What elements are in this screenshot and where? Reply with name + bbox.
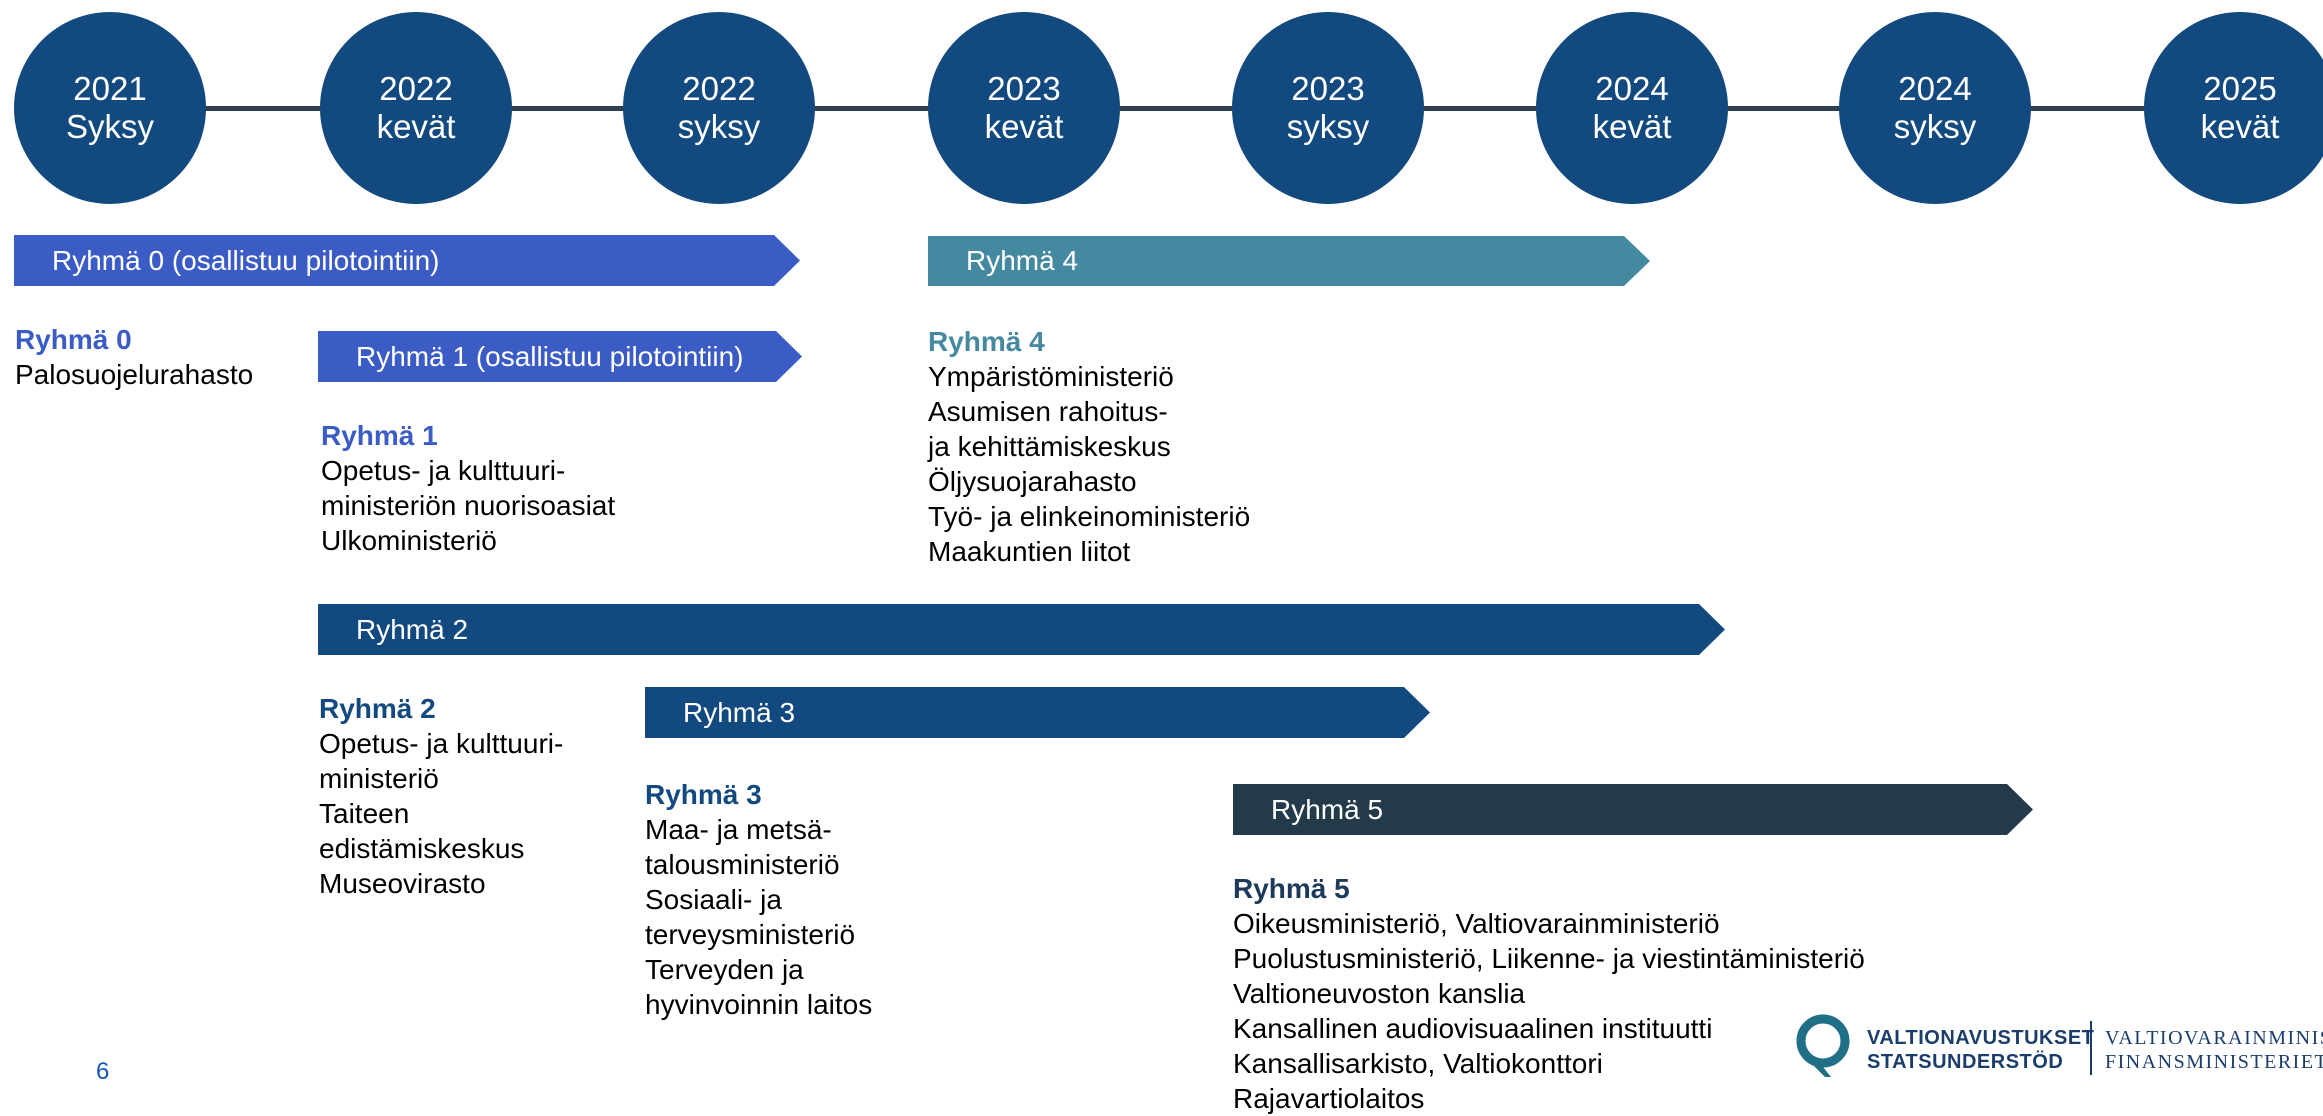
group4-member: Öljysuojarahasto	[928, 466, 1137, 497]
group3-member: Terveyden ja	[645, 954, 804, 985]
footer-logo: VALTIONAVUSTUKSET STATSUNDERSTÖD VALTIOV…	[1795, 1013, 2323, 1083]
group2-list: Ryhmä 2 Opetus- ja kulttuuri- ministeriö…	[319, 691, 563, 901]
milestone-season: Syksy	[65, 108, 154, 145]
logo-text-line1: VALTIONAVUSTUKSET	[1867, 1027, 2095, 1049]
group4-member: ja kehittämiskeskus	[928, 431, 1171, 462]
group1-title: Ryhmä 1	[321, 420, 438, 451]
group3-member: talousministeriö	[645, 849, 840, 880]
milestone-season: syksy	[1286, 108, 1370, 145]
group5-member: Rajavartiolaitos	[1233, 1083, 1425, 1114]
milestone-year: 2024	[1898, 70, 1972, 107]
milestone-year: 2022	[379, 70, 453, 107]
ministry-text-line2: FINANSMINISTERIET	[2105, 1051, 2323, 1073]
group4-member: Työ- ja elinkeinoministeriö	[928, 501, 1251, 532]
milestone-2022-syksy: 2022 syksy	[623, 12, 815, 204]
group2-member: Opetus- ja kulttuuri-	[319, 728, 564, 759]
logo-text-line2: STATSUNDERSTÖD	[1867, 1051, 2064, 1073]
group0-list: Ryhmä 0 Palosuojelurahasto	[15, 322, 253, 392]
group0-member: Palosuojelurahasto	[15, 359, 254, 390]
phase-bar-group5: Ryhmä 5	[1233, 784, 2033, 835]
group3-title: Ryhmä 3	[645, 779, 762, 810]
milestone-season: kevät	[2200, 108, 2280, 145]
group2-title: Ryhmä 2	[319, 693, 436, 724]
group4-title: Ryhmä 4	[928, 326, 1045, 357]
milestone-2023-syksy: 2023 syksy	[1232, 12, 1424, 204]
milestone-2024-kevat: 2024 kevät	[1536, 12, 1728, 204]
group2-member: Museovirasto	[319, 868, 486, 899]
group5-member: Oikeusministeriö, Valtiovarainministeriö	[1233, 908, 1720, 939]
group1-member: ministeriön nuorisoasiat	[321, 490, 616, 521]
page-number: 6	[96, 1058, 110, 1085]
milestone-2022-kevat: 2022 kevät	[320, 12, 512, 204]
group5-title: Ryhmä 5	[1233, 873, 1350, 904]
milestone-season: syksy	[677, 108, 761, 145]
group1-list: Ryhmä 1 Opetus- ja kulttuuri- ministeriö…	[321, 418, 615, 558]
group5-member: Kansallinen audiovisuaalinen instituutti	[1233, 1013, 1713, 1044]
group5-member: Valtioneuvoston kanslia	[1233, 978, 1526, 1009]
milestone-year: 2022	[682, 70, 756, 107]
ministry-text-line1: VALTIOVARAINMINISTERIÖ	[2105, 1027, 2323, 1049]
milestone-2021-syksy: 2021 Syksy	[14, 12, 206, 204]
group2-member: edistämiskeskus	[319, 833, 525, 864]
milestone-year: 2024	[1595, 70, 1669, 107]
group4-member: Asumisen rahoitus-	[928, 396, 1168, 427]
phase-bar-group0: Ryhmä 0 (osallistuu pilotointiin)	[14, 235, 800, 286]
group1-member: Opetus- ja kulttuuri-	[321, 455, 566, 486]
group0-title: Ryhmä 0	[15, 324, 132, 355]
milestone-2024-syksy: 2024 syksy	[1839, 12, 2031, 204]
timeline-line	[80, 106, 2280, 111]
milestone-season: kevät	[984, 108, 1064, 145]
valtionavustukset-logo-icon	[1796, 1014, 1850, 1077]
group1-member: Ulkoministeriö	[321, 525, 497, 556]
milestone-year: 2025	[2203, 70, 2277, 107]
milestone-season: syksy	[1893, 108, 1977, 145]
group3-list: Ryhmä 3 Maa- ja metsä- talousministeriö …	[645, 777, 872, 1022]
group2-member: ministeriö	[319, 763, 439, 794]
group4-member: Maakuntien liitot	[928, 536, 1131, 567]
group5-list: Ryhmä 5 Oikeusministeriö, Valtiovarainmi…	[1233, 871, 1865, 1116]
phase-bar-group1: Ryhmä 1 (osallistuu pilotointiin)	[318, 331, 802, 382]
phase-bar-group3: Ryhmä 3	[645, 687, 1430, 738]
milestone-2023-kevat: 2023 kevät	[928, 12, 1120, 204]
milestone-year: 2021	[73, 70, 147, 107]
group4-member: Ympäristöministeriö	[928, 361, 1174, 392]
group5-member: Puolustusministeriö, Liikenne- ja viesti…	[1233, 943, 1865, 974]
milestone-year: 2023	[987, 70, 1061, 107]
milestone-year: 2023	[1291, 70, 1365, 107]
phase-bar-group2: Ryhmä 2	[318, 604, 1725, 655]
logo-divider	[2090, 1021, 2092, 1075]
milestone-season: kevät	[1592, 108, 1672, 145]
group4-list: Ryhmä 4 Ympäristöministeriö Asumisen rah…	[928, 324, 1250, 569]
phase-bar-group4: Ryhmä 4	[928, 236, 1650, 286]
milestone-season: kevät	[376, 108, 456, 145]
group3-member: hyvinvoinnin laitos	[645, 989, 873, 1020]
group3-member: terveysministeriö	[645, 919, 856, 950]
group3-member: Maa- ja metsä-	[645, 814, 832, 845]
group5-member: Kansallisarkisto, Valtiokonttori	[1233, 1048, 1603, 1079]
milestone-2025-kevat: 2025 kevät	[2144, 12, 2323, 204]
group3-member: Sosiaali- ja	[645, 884, 782, 915]
group2-member: Taiteen	[319, 798, 410, 829]
